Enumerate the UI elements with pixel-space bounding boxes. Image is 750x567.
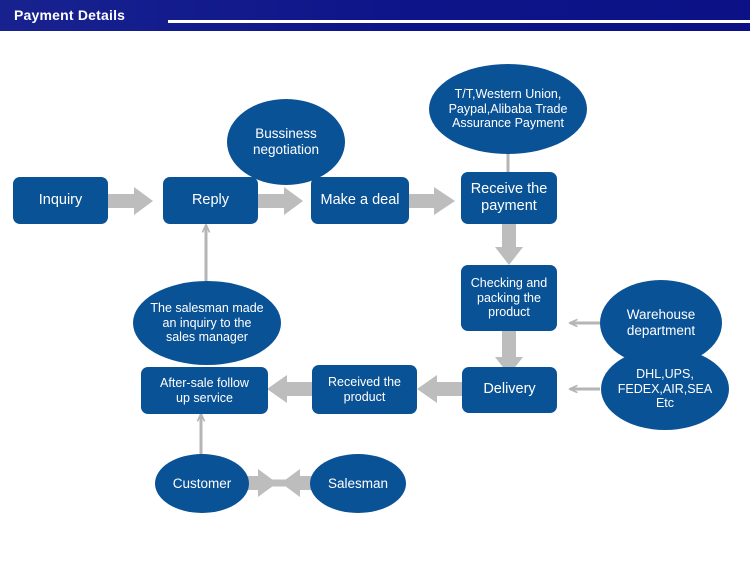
node-checking-and-packing[interactable]: Checking and packing the product xyxy=(461,265,557,331)
node-make-a-deal[interactable]: Make a deal xyxy=(311,177,409,224)
node-received-the-product[interactable]: Received the product xyxy=(312,365,417,414)
node-label: Receive the payment xyxy=(470,180,548,214)
page-title: Payment Details xyxy=(14,7,126,23)
edge-customer-salesman-bidirectional xyxy=(241,469,317,497)
edge-received-product-to-after-sale xyxy=(267,375,312,403)
node-label: After-sale follow up service xyxy=(160,375,249,405)
node-label: The salesman made an inquiry to the sale… xyxy=(150,300,264,345)
edge-make-a-deal-to-receive-payment xyxy=(408,187,455,215)
node-label: Warehouse department xyxy=(626,307,696,338)
node-label: Reply xyxy=(191,191,230,208)
node-label: Make a deal xyxy=(320,191,400,208)
node-receive-the-payment[interactable]: Receive the payment xyxy=(461,172,557,224)
node-label: Bussiness negotiation xyxy=(252,126,320,157)
node-after-sale-service[interactable]: After-sale follow up service xyxy=(141,367,268,414)
node-customer[interactable]: Customer xyxy=(155,454,249,513)
node-inquiry[interactable]: Inquiry xyxy=(13,177,108,224)
flowchart-canvas: Bussiness negotiation T/T,Western Union,… xyxy=(0,31,750,567)
edge-receive-payment-to-checking xyxy=(495,224,523,265)
node-label: T/T,Western Union, Paypal,Alibaba Trade … xyxy=(448,86,568,131)
header-divider-rule xyxy=(168,20,750,23)
node-shipping-methods[interactable]: DHL,UPS, FEDEX,AIR,SEA Etc xyxy=(601,348,729,430)
node-label: Received the product xyxy=(328,374,401,404)
node-delivery[interactable]: Delivery xyxy=(462,367,557,413)
node-label: DHL,UPS, FEDEX,AIR,SEA Etc xyxy=(617,366,713,411)
node-reply[interactable]: Reply xyxy=(163,177,258,224)
node-label: Customer xyxy=(172,475,232,491)
edge-inquiry-to-reply xyxy=(108,187,153,215)
node-payment-methods[interactable]: T/T,Western Union, Paypal,Alibaba Trade … xyxy=(429,64,587,154)
node-label: Checking and packing the product xyxy=(470,275,548,320)
node-bussiness-negotiation[interactable]: Bussiness negotiation xyxy=(227,99,345,185)
header-bar: Payment Details xyxy=(0,0,750,31)
edge-delivery-to-received-product xyxy=(417,375,462,403)
node-label: Inquiry xyxy=(38,191,83,208)
node-salesman[interactable]: Salesman xyxy=(310,454,406,513)
node-salesman-inquiry[interactable]: The salesman made an inquiry to the sale… xyxy=(133,281,281,365)
node-label: Salesman xyxy=(327,475,389,491)
node-label: Delivery xyxy=(483,381,536,398)
edge-reply-to-make-a-deal xyxy=(258,187,303,215)
